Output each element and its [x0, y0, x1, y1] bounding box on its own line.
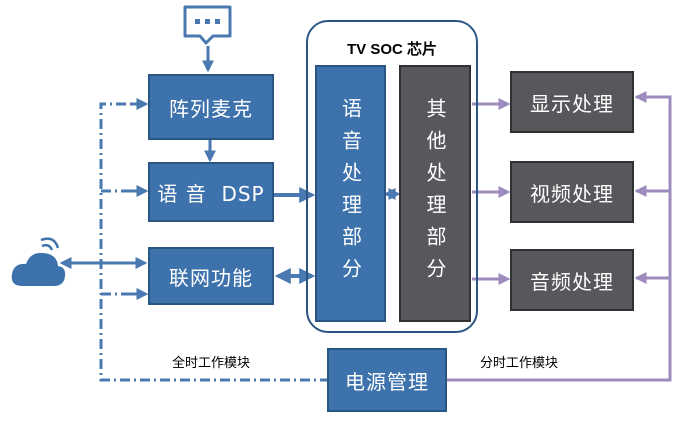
voice-processing-block: 语音处理部分: [315, 65, 386, 322]
mic-array-label: 阵列麦克: [169, 96, 253, 121]
voice-dsp-label: 语 音 DSP: [157, 181, 265, 206]
other-processing-label: 其他处理部分: [423, 97, 447, 290]
other-processing-block: 其他处理部分: [399, 65, 471, 322]
audio-processing-block: 音频处理: [510, 249, 634, 311]
display-processing-label: 显示处理: [530, 91, 614, 116]
soc-title: TV SOC 芯片: [346, 41, 437, 58]
video-processing-block: 视频处理: [510, 161, 634, 223]
power-management-block: 电源管理: [327, 348, 447, 412]
speech-bubble-icon: [183, 5, 232, 45]
voice-dsp-block: 语 音 DSP: [148, 162, 274, 222]
power-management-label: 电源管理: [345, 369, 429, 394]
audio-processing-label: 音频处理: [530, 269, 614, 294]
cloud-wifi-icon: [11, 237, 66, 286]
soc-container: [306, 20, 478, 333]
voice-processing-label: 语音处理部分: [338, 97, 363, 290]
display-processing-block: 显示处理: [510, 71, 634, 133]
full-time-module-note: 全时工作模块: [172, 356, 251, 371]
network-block: 联网功能: [148, 247, 274, 305]
network-label: 联网功能: [169, 265, 253, 290]
video-processing-label: 视频处理: [530, 181, 614, 206]
full-time-bus: [99, 102, 330, 382]
part-time-bus: [445, 95, 672, 382]
part-time-module-note: 分时工作模块: [480, 356, 559, 371]
mic-array-block: 阵列麦克: [148, 74, 274, 140]
